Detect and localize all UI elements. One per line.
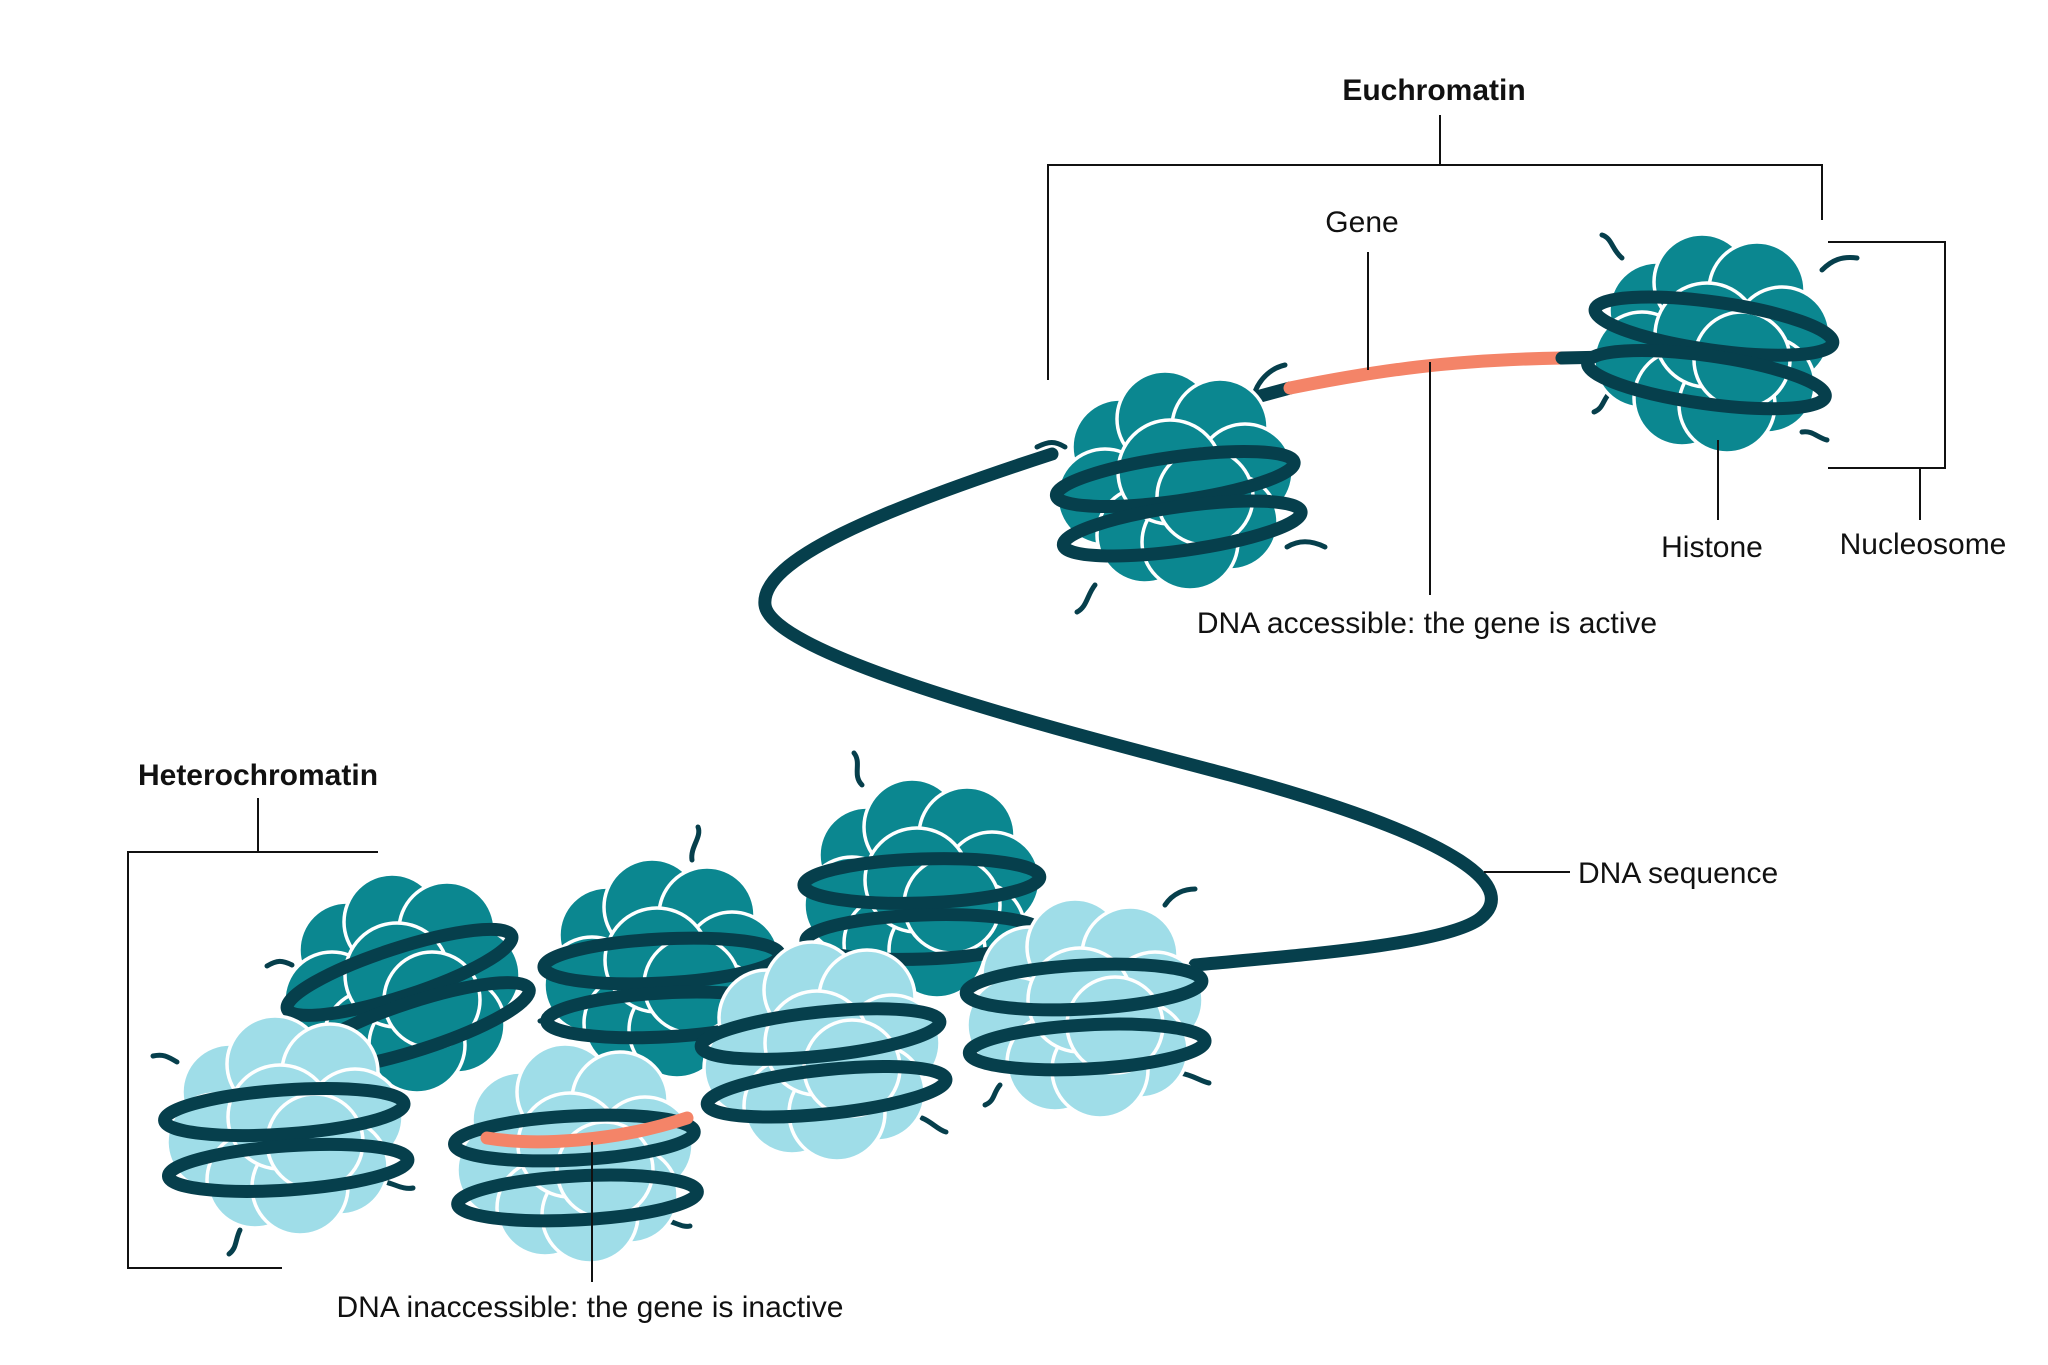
nucleosome-euchromatin-2 — [1581, 232, 1860, 455]
nucleosome-bracket — [1828, 241, 1946, 520]
dna-wrap — [451, 1168, 704, 1228]
histone-tail — [1177, 1070, 1212, 1086]
euchromatin-title: Euchromatin — [1342, 74, 1525, 107]
nucleosome-heterochromatin-light-1 — [150, 1014, 416, 1257]
histone-tail — [1819, 255, 1860, 273]
gene-label: Gene — [1325, 206, 1398, 239]
dna-wrap — [448, 1108, 701, 1168]
euchromatin-bracket — [1047, 115, 1823, 380]
histone-tail — [1284, 539, 1328, 550]
histone-label: Histone — [1661, 531, 1763, 564]
histone-tail — [382, 1179, 416, 1191]
histone-tail — [1799, 429, 1830, 443]
dna-strand-main — [758, 447, 1498, 972]
histone-tail — [1034, 440, 1068, 450]
dna-wrap — [161, 1137, 415, 1198]
histone-tail — [689, 824, 702, 863]
nucleosome-heterochromatin-light-gene — [448, 1042, 704, 1265]
dna-wrap — [1056, 494, 1308, 563]
histone-tail — [851, 750, 865, 788]
nucleosome-heterochromatin-light-3 — [959, 886, 1212, 1120]
histone-tail — [1162, 886, 1198, 908]
nucleosome-label: Nucleosome — [1840, 528, 2007, 561]
histone-tail — [1074, 582, 1098, 615]
gene-segment-inactive — [480, 1111, 694, 1149]
dna-wrap — [700, 1060, 953, 1124]
dna-wrap — [694, 1002, 947, 1066]
dna-wrap — [158, 1082, 411, 1143]
dna-wrap — [797, 852, 1047, 910]
dna-wrap — [280, 922, 519, 1022]
heterochromatin-title: Heterochromatin — [138, 759, 378, 792]
gene-segment-active — [1283, 351, 1569, 395]
dna-wrap — [962, 1017, 1212, 1077]
histone-tail — [226, 1227, 243, 1257]
dna-inaccessible-label: DNA inaccessible: the gene is inactive — [337, 1291, 844, 1324]
nucleosome-euchromatin-1 — [1034, 362, 1328, 615]
histone-tail — [1599, 232, 1625, 261]
dna-accessible-label: DNA accessible: the gene is active — [1197, 607, 1657, 640]
dna-wrap — [959, 957, 1209, 1017]
dna-sequence-label: DNA sequence — [1578, 857, 1778, 890]
histone-tail — [982, 1082, 1003, 1108]
histone-tail — [150, 1052, 180, 1065]
histone-tail — [264, 958, 295, 969]
dna-wrap — [1581, 344, 1832, 416]
nucleosome-heterochromatin-light-2 — [694, 940, 953, 1163]
histone-tail — [919, 1115, 949, 1135]
heterochromatin-bracket — [127, 798, 378, 1269]
